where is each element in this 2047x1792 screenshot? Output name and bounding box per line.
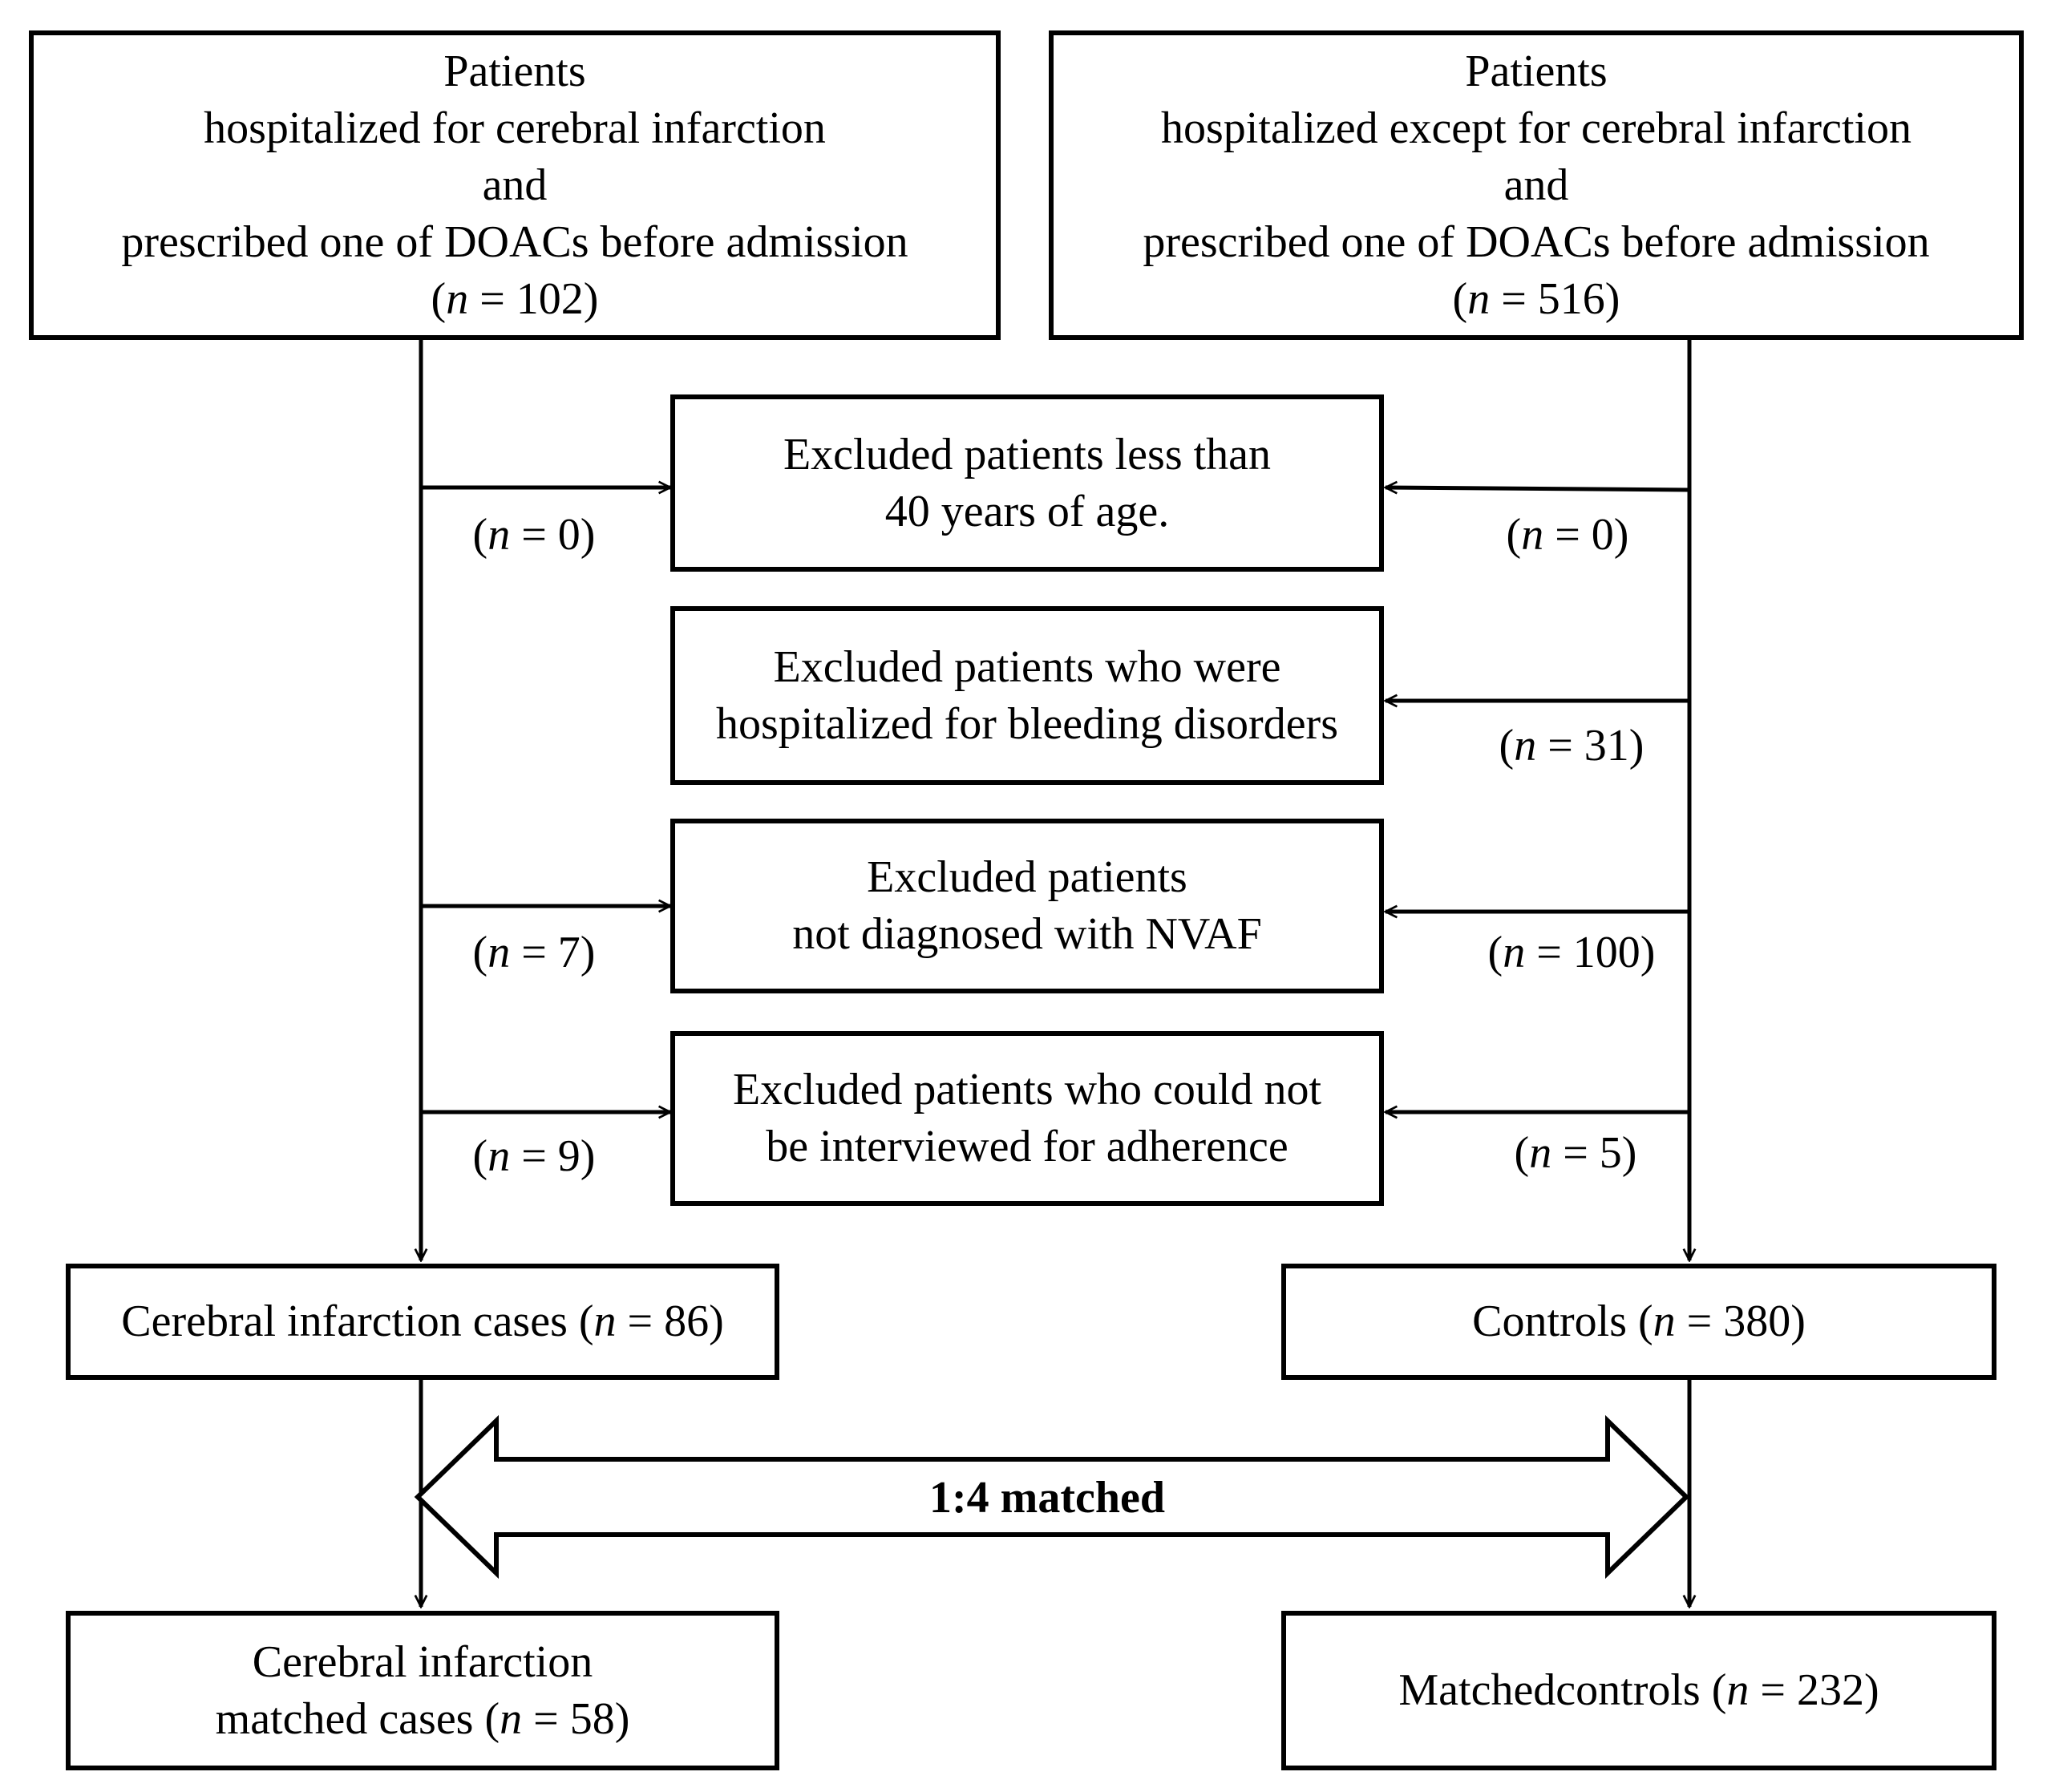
matched-cases-line-1: Cerebral infarction bbox=[252, 1636, 593, 1687]
top-left-population-box: Patients hospitalized for cerebral infar… bbox=[29, 30, 1001, 340]
right-branch-age bbox=[1386, 487, 1690, 490]
matched-cases-box: Cerebral infarction matched cases (n = 5… bbox=[66, 1611, 779, 1770]
exclusion-nvaf-line-2: not diagnosed with NVAF bbox=[792, 909, 1262, 959]
exclusion-bleeding-line-2: hospitalized for bleeding disorders bbox=[715, 698, 1338, 749]
matched-cases-line-2: matched cases (n = 58) bbox=[215, 1693, 630, 1744]
right-bleeding-count: (n = 31) bbox=[1499, 721, 1644, 771]
left-age-count: (n = 0) bbox=[472, 510, 596, 560]
top-left-line-4: prescribed one of DOACs before admission bbox=[121, 216, 908, 267]
top-right-population-box: Patients hospitalized except for cerebra… bbox=[1049, 30, 2024, 340]
exclusion-interview-line-2: be interviewed for adherence bbox=[766, 1122, 1288, 1171]
right-age-count: (n = 0) bbox=[1506, 510, 1629, 560]
exclusion-bleeding-line-1: Excluded patients who were bbox=[773, 641, 1281, 692]
top-left-line-2: hospitalized for cerebral infarction bbox=[204, 103, 826, 153]
exclusion-bleeding-box: Excluded patients who were hospitalized … bbox=[670, 606, 1384, 785]
exclusion-age-box: Excluded patients less than 40 years of … bbox=[670, 394, 1384, 572]
exclusion-age-line-2: 40 years of age. bbox=[884, 486, 1170, 536]
top-right-count: (n = 516) bbox=[1452, 273, 1620, 324]
exclusion-interview-line-1: Excluded patients who could not bbox=[732, 1065, 1322, 1114]
controls-box: Controls (n = 380) bbox=[1281, 1264, 1996, 1380]
top-left-line-3: and bbox=[482, 160, 548, 210]
right-nvaf-count: (n = 100) bbox=[1487, 928, 1656, 977]
left-interview-count: (n = 9) bbox=[472, 1131, 596, 1181]
matching-label: 1:4 matched bbox=[929, 1473, 1165, 1523]
right-interview-count: (n = 5) bbox=[1514, 1128, 1637, 1178]
top-right-line-3: and bbox=[1503, 160, 1569, 210]
top-right-line-4: prescribed one of DOACs before admission bbox=[1143, 216, 1930, 267]
exclusion-age-line-1: Excluded patients less than bbox=[783, 429, 1272, 479]
top-left-line-1: Patients bbox=[443, 46, 586, 96]
exclusion-interview-box: Excluded patients who could not be inter… bbox=[670, 1031, 1384, 1206]
exclusion-nvaf-line-1: Excluded patients bbox=[867, 852, 1187, 902]
cases-label: Cerebral infarction cases (n = 86) bbox=[121, 1296, 724, 1346]
matching-double-arrow bbox=[414, 1414, 1690, 1580]
top-right-line-1: Patients bbox=[1465, 46, 1608, 96]
top-right-line-2: hospitalized except for cerebral infarct… bbox=[1161, 103, 1911, 153]
top-left-count: (n = 102) bbox=[431, 273, 599, 324]
left-nvaf-count: (n = 7) bbox=[472, 928, 596, 977]
matched-controls-box: Matchedcontrols (n = 232) bbox=[1281, 1611, 1996, 1770]
exclusion-nvaf-box: Excluded patients not diagnosed with NVA… bbox=[670, 819, 1384, 993]
controls-label: Controls (n = 380) bbox=[1472, 1296, 1806, 1346]
cases-box: Cerebral infarction cases (n = 86) bbox=[66, 1264, 779, 1380]
matched-controls-label: Matchedcontrols (n = 232) bbox=[1398, 1665, 1879, 1715]
